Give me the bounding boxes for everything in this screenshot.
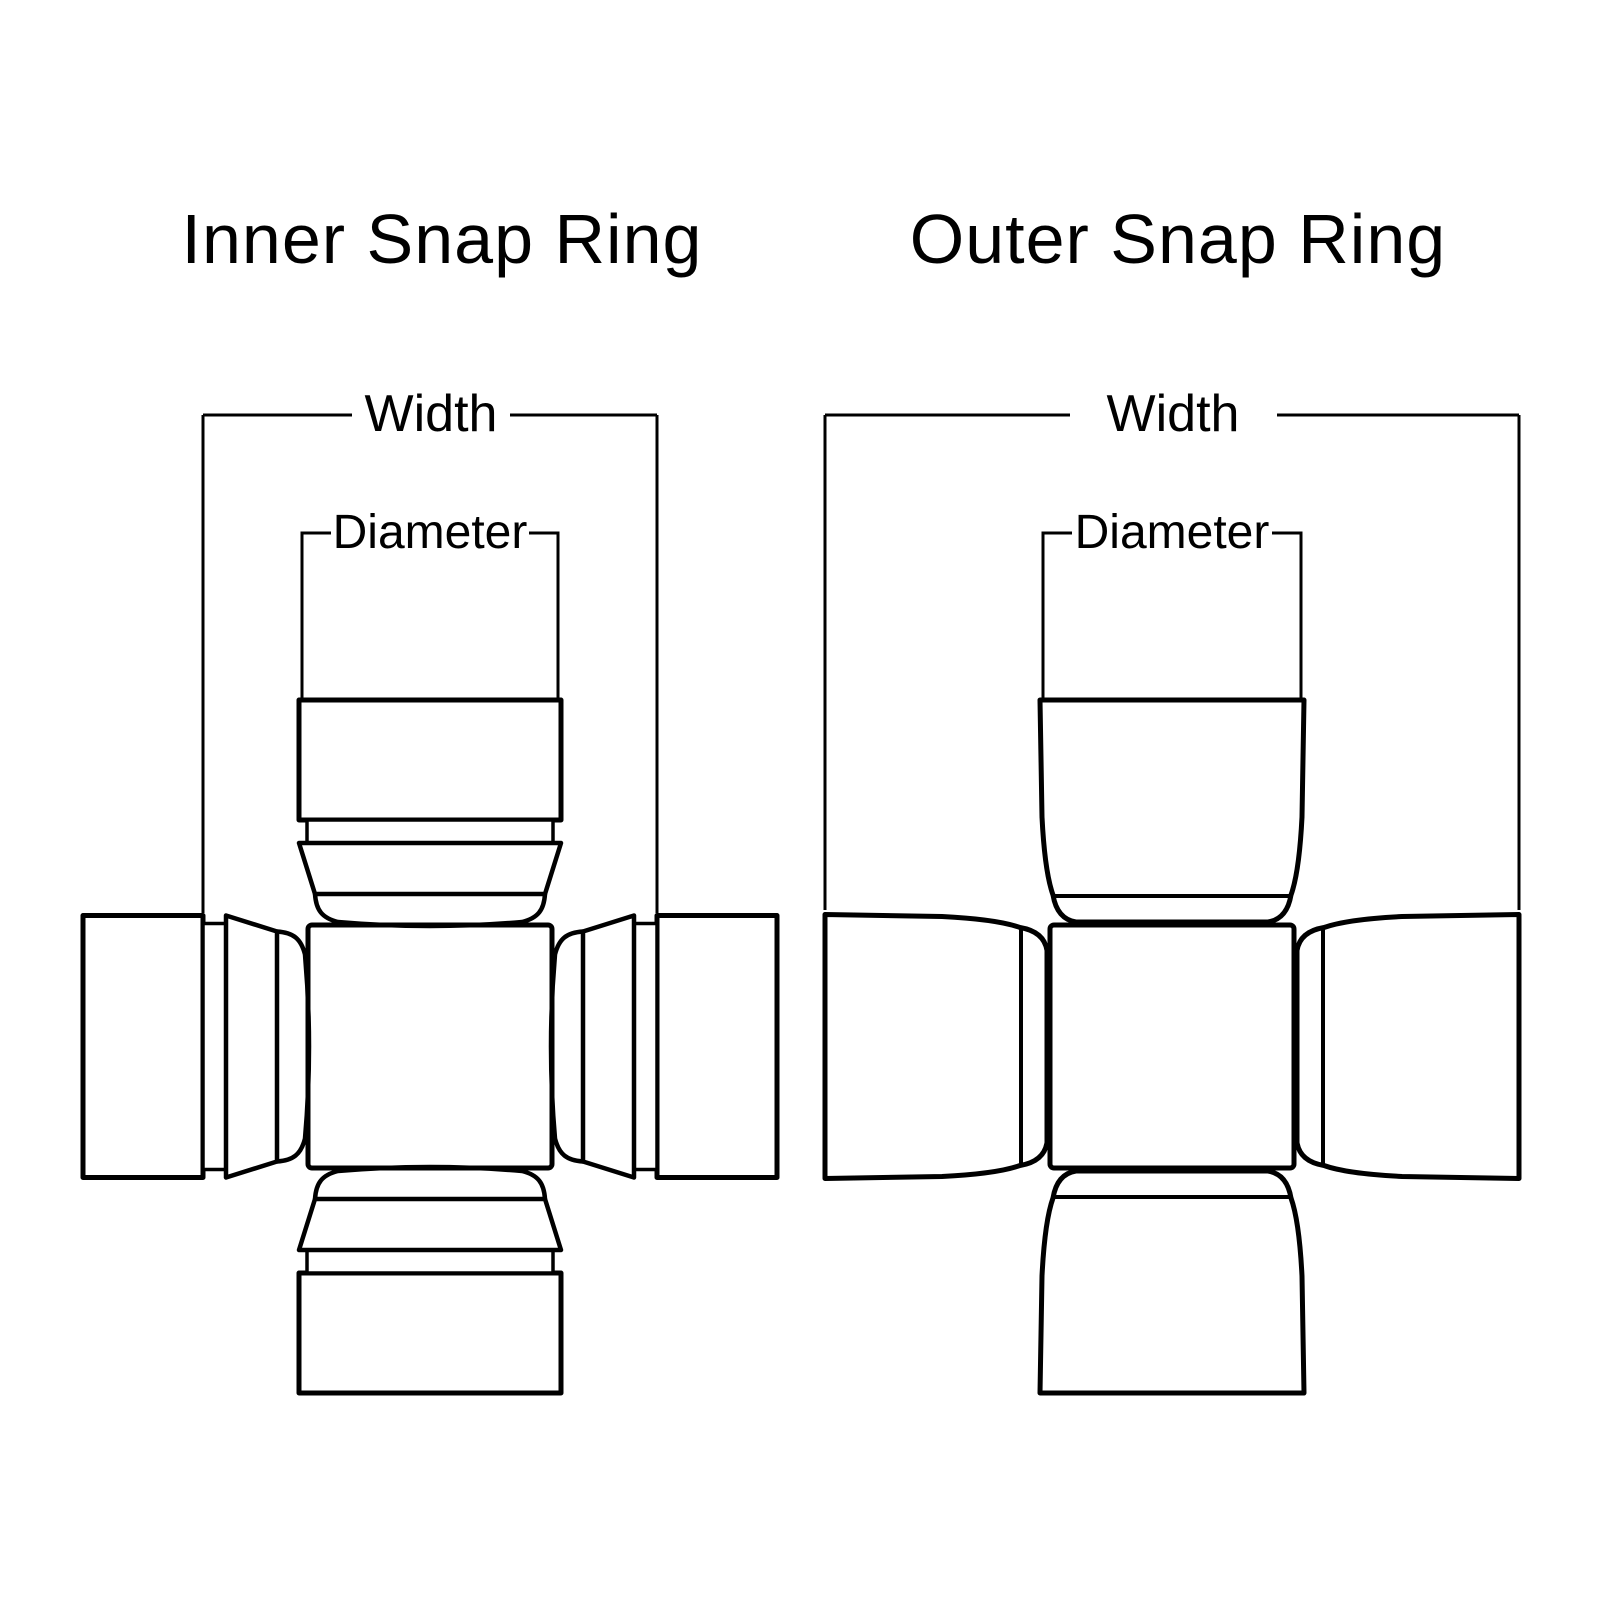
bearing-cap-left (83, 916, 309, 1178)
diameter-label: Diameter (333, 506, 528, 559)
diagram-title: Inner Snap Ring (182, 200, 703, 278)
bearing-cap-right (551, 916, 777, 1178)
bearing-cap-top (1040, 700, 1304, 922)
bearing-cap-bottom (1040, 1171, 1304, 1393)
bearing-cap-left (825, 915, 1047, 1179)
bearing-cap-right (1297, 915, 1519, 1179)
diameter-label: Diameter (1075, 506, 1270, 559)
bearing-cap-bottom (299, 1167, 561, 1393)
inner-snap-ring-diagram: Inner Snap Ring Width Diameter (83, 200, 777, 1393)
bearing-cap-top (299, 700, 561, 926)
outer-snap-ring-diagram: Outer Snap Ring Width Diameter (825, 200, 1519, 1393)
width-label: Width (1107, 385, 1240, 443)
width-bracket-lines (823, 413, 1521, 910)
cross-center-body (1047, 922, 1297, 1171)
width-bracket-lines (201, 413, 659, 913)
diagram-title: Outer Snap Ring (910, 200, 1446, 278)
diameter-bracket-lines (300, 531, 560, 698)
diameter-bracket-lines (1041, 531, 1303, 698)
cross-center-body (305, 922, 555, 1171)
width-dimension: Width (201, 385, 659, 913)
diameter-dimension: Diameter (1041, 506, 1303, 698)
width-label: Width (365, 385, 498, 443)
width-dimension: Width (823, 385, 1521, 910)
diameter-dimension: Diameter (300, 506, 560, 698)
